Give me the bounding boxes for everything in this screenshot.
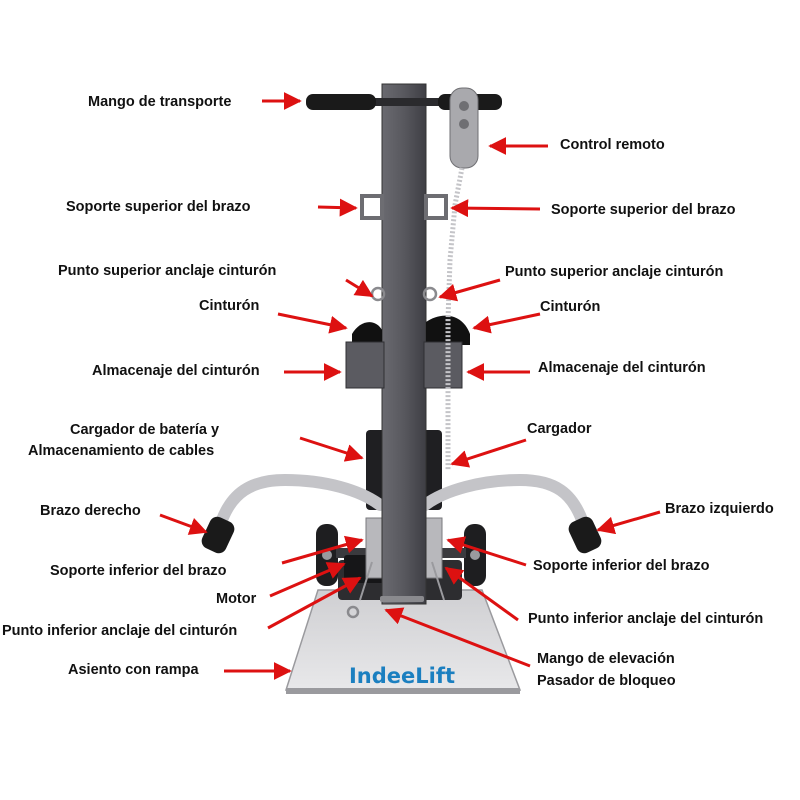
belt-storage-left bbox=[345, 341, 385, 389]
arm-left-grip bbox=[568, 516, 602, 554]
label-belt-storage-right: Almacenaje del cinturón bbox=[538, 360, 706, 376]
label-lower-arm-support-right: Soporte inferior del brazo bbox=[533, 558, 710, 574]
arrow-upper-belt-anchor-left bbox=[345, 278, 374, 298]
label-motor: Motor bbox=[216, 591, 257, 607]
belt-right bbox=[426, 315, 470, 345]
carry-handle-bar bbox=[372, 98, 462, 106]
label-upper-arm-support-left: Soporte superior del brazo bbox=[66, 199, 251, 215]
label-lower-belt-anchor-right: Punto inferior anclaje del cinturón bbox=[528, 611, 764, 627]
lift-illustration bbox=[201, 83, 602, 694]
label-lower-belt-anchor-left: Punto inferior anclaje del cinturón bbox=[2, 623, 238, 639]
label-belt-right: Cinturón bbox=[540, 299, 601, 315]
arrow-battery-charger bbox=[299, 436, 364, 462]
upper-belt-anchor-right bbox=[422, 286, 438, 302]
label-left-arm: Brazo izquierdo bbox=[665, 501, 774, 517]
arrow-upper-arm-support-right bbox=[450, 199, 541, 218]
arm-left-tube bbox=[419, 473, 588, 526]
arrow-lower-belt-anchor-left bbox=[267, 576, 362, 630]
label-locking-pin: Pasador de bloqueo bbox=[537, 673, 676, 689]
arrow-charger bbox=[450, 438, 527, 468]
locking-pin bbox=[346, 605, 360, 619]
arrow-upper-arm-support-left bbox=[317, 198, 358, 217]
label-upper-belt-anchor-left: Punto superior anclaje cinturón bbox=[58, 263, 277, 279]
brand-logo: IndeeLift bbox=[349, 664, 455, 688]
label-upper-arm-support-right: Soporte superior del brazo bbox=[551, 202, 736, 218]
arrow-right-arm bbox=[159, 513, 208, 535]
label-battery-charger-line2: Almacenamiento de cables bbox=[28, 443, 215, 459]
seat-plate-edge bbox=[286, 688, 520, 694]
arrows bbox=[159, 92, 661, 680]
label-upper-belt-anchor-right: Punto superior anclaje cinturón bbox=[505, 264, 724, 280]
label-carry-handle: Mango de transporte bbox=[88, 94, 232, 110]
arrow-lower-belt-anchor-right bbox=[444, 566, 519, 622]
label-lift-handle: Mango de elevación bbox=[537, 651, 675, 667]
main-column bbox=[381, 83, 427, 605]
arrow-upper-belt-anchor-right bbox=[438, 278, 501, 302]
arrow-left-arm bbox=[596, 510, 661, 535]
label-belt-left: Cinturón bbox=[199, 298, 260, 314]
belt-left bbox=[352, 322, 382, 345]
belt-storage-right bbox=[423, 341, 463, 389]
label-lower-arm-support-left: Soporte inferior del brazo bbox=[50, 563, 227, 579]
carry-handle-grip-left bbox=[306, 94, 376, 110]
label-right-arm: Brazo derecho bbox=[40, 503, 141, 519]
label-remote-control: Control remoto bbox=[560, 137, 665, 153]
upper-arm-support-right bbox=[424, 194, 448, 220]
label-seat-ramp: Asiento con rampa bbox=[68, 662, 199, 678]
arrow-lower-arm-support-left bbox=[281, 535, 364, 565]
arrow-motor bbox=[269, 562, 346, 598]
arrow-belt-left bbox=[277, 312, 348, 334]
label-battery-charger-line1: Cargador de batería y bbox=[70, 422, 220, 438]
lift-handle bbox=[380, 596, 424, 602]
arrow-belt-right bbox=[472, 312, 541, 334]
arrow-lift-handle bbox=[384, 607, 531, 668]
arm-right-grip bbox=[201, 516, 235, 554]
label-belt-storage-left: Almacenaje del cinturón bbox=[92, 363, 260, 379]
lower-belt-anchor-left bbox=[359, 561, 373, 601]
lower-belt-anchor-right bbox=[431, 561, 445, 601]
label-charger: Cargador bbox=[527, 421, 592, 437]
arrow-lower-arm-support-right bbox=[446, 536, 527, 567]
arm-right-tube bbox=[216, 473, 386, 526]
upper-arm-support-left bbox=[360, 194, 384, 220]
